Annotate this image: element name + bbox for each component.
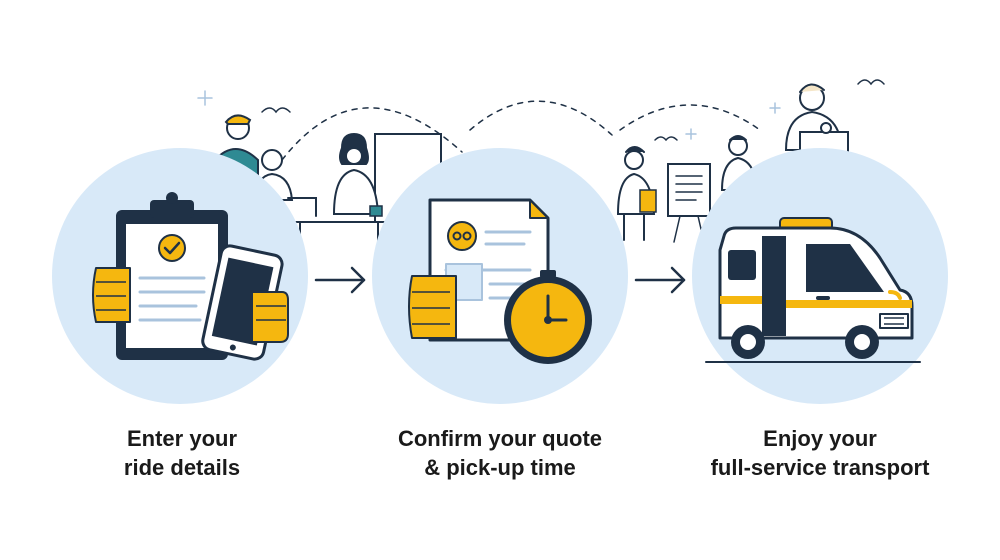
sparkle-icon [769, 102, 781, 114]
dashed-path-1 [281, 107, 463, 161]
sparkle-icon [685, 128, 697, 140]
step-3-title-line1: Enjoy your [763, 426, 877, 451]
arrow-right-icon [314, 266, 366, 294]
step-1-caption: Enter your ride details [42, 424, 322, 482]
arrow-right-icon [634, 266, 686, 294]
bird-icon [261, 107, 291, 114]
step-2-title-line2: & pick-up time [424, 455, 576, 480]
bird-icon [857, 79, 885, 86]
bird-icon [654, 136, 678, 142]
person-figure [616, 146, 657, 241]
desk [291, 221, 386, 253]
clipboard-phone-icon [92, 192, 289, 361]
sparkle-icon [197, 90, 213, 106]
document-clock-icon [408, 198, 592, 364]
step-3-caption: Enjoy your full-service transport [680, 424, 960, 482]
dashed-path-2 [469, 100, 613, 136]
step-2-title-line1: Confirm your quote [397, 426, 603, 451]
step-1-title-line1: Enter your [126, 426, 238, 451]
step-2-caption: Confirm your quote & pick-up time [360, 424, 640, 482]
person-figure [332, 132, 383, 217]
van-icon [705, 217, 921, 363]
step-3-title-line2: full-service transport [710, 455, 930, 480]
person-figure [784, 83, 849, 159]
dashed-path-3 [619, 104, 761, 131]
step-1-title-line2: ride details [123, 455, 241, 480]
